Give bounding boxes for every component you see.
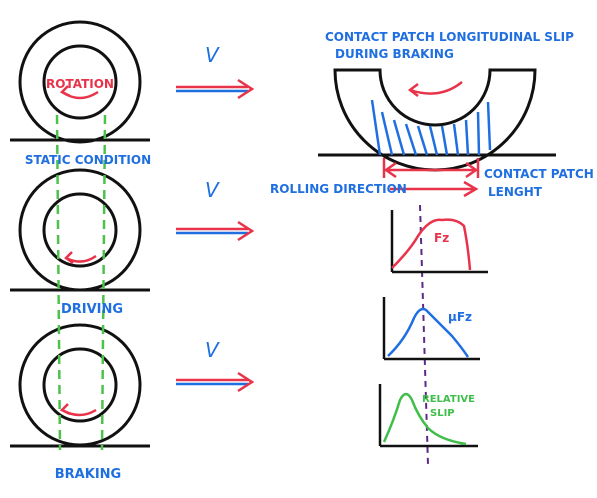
- contact-patch-label: CONTACT PATCH: [484, 167, 594, 181]
- rolling-direction-label: ROLLING DIRECTION: [270, 182, 407, 196]
- tire-driving: [10, 168, 150, 292]
- fz-curve: [391, 218, 472, 271]
- contact-width-guides: [55, 114, 107, 451]
- rotation-arrow-icon: [407, 81, 463, 97]
- contact-patch-title: CONTACT PATCH LONGITUDINAL SLIP: [325, 30, 574, 44]
- relative-slip-label-2: SLIP: [430, 408, 455, 419]
- tire-static: [10, 20, 150, 144]
- contact-patch-subtitle: DURING BRAKING: [335, 47, 454, 61]
- mufz-curve: [387, 307, 470, 358]
- rotation-arrow-icon: [64, 251, 97, 265]
- contact-patch-length-label: LENGHT: [488, 185, 543, 199]
- fz-label: Fz: [434, 231, 449, 245]
- rotation-label: ROTATION: [46, 77, 114, 91]
- static-condition-label: STATIC CONDITION: [25, 153, 151, 167]
- rotation-arrow-icon: [59, 85, 99, 100]
- velocity-label-bottom: V: [205, 338, 220, 362]
- relative-slip-label: RELATIVE: [422, 394, 475, 405]
- velocity-arrow-icon: [176, 371, 255, 393]
- driving-label: DRIVING: [61, 302, 123, 317]
- relative-slip-curve: [382, 392, 467, 446]
- contact-length-arrow: [382, 158, 480, 179]
- mufz-label: μFz: [448, 310, 472, 324]
- velocity-arrow-icon: [176, 220, 255, 242]
- rotation-arrow-icon: [59, 403, 97, 417]
- rolling-direction-arrow-icon: [390, 180, 479, 198]
- mufz-plot-axes: [382, 297, 480, 361]
- velocity-label-middle: V: [205, 178, 220, 202]
- tread-elements: [370, 99, 492, 156]
- slip-plot-axes: [378, 384, 478, 448]
- fz-plot-axes: [390, 210, 488, 274]
- velocity-label-top: V: [205, 43, 220, 67]
- velocity-arrow-icon: [176, 78, 255, 100]
- braking-label: BRAKING: [55, 467, 121, 482]
- tire-braking: [10, 323, 150, 448]
